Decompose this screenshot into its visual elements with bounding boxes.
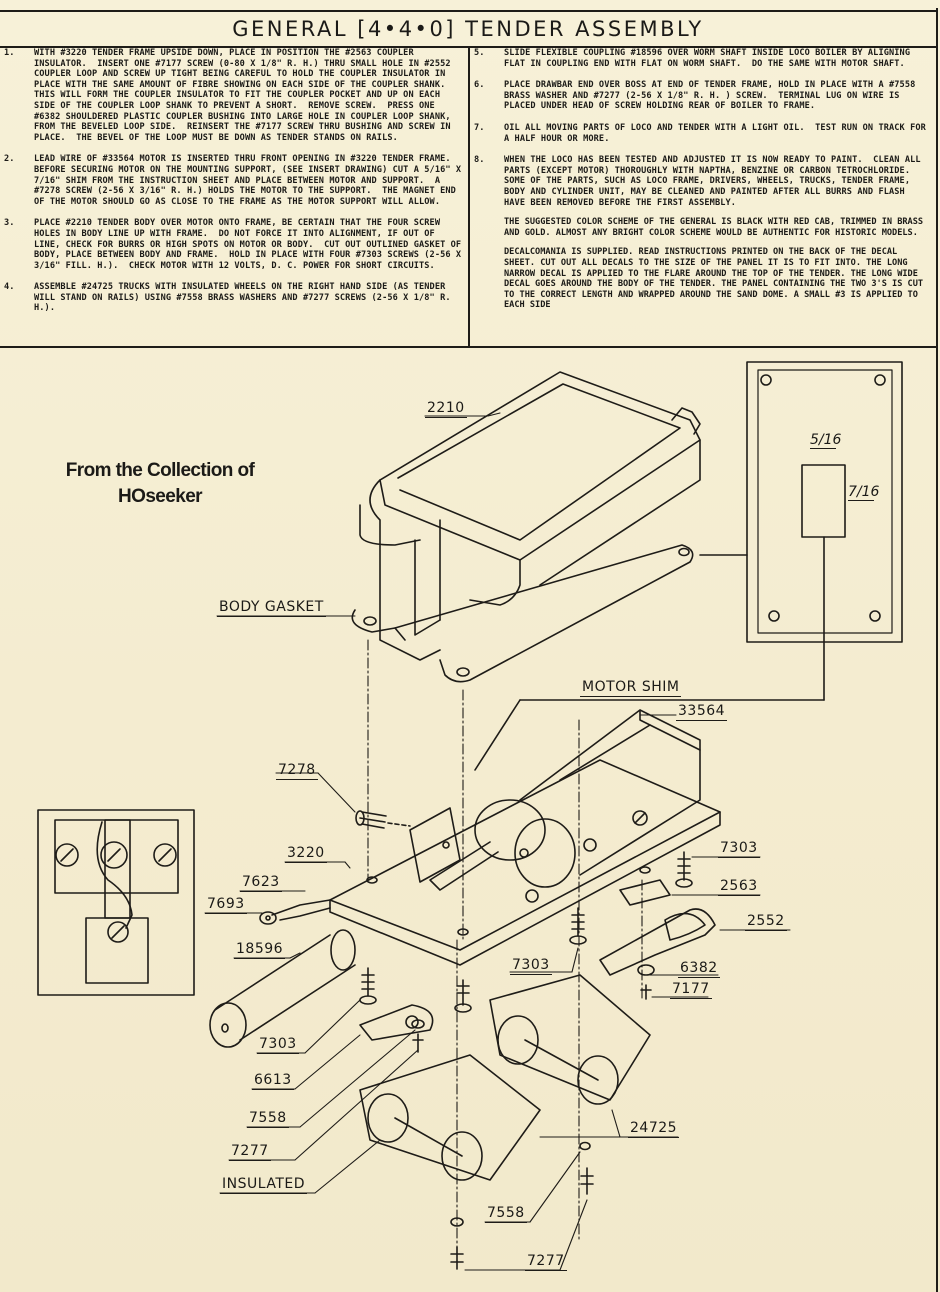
label-7303-middle: 7303 [510, 957, 552, 975]
step-text: LEAD WIRE OF #33564 MOTOR IS INSERTED TH… [34, 154, 467, 207]
instructions-left-column: 1. WITH #3220 TENDER FRAME UPSIDE DOWN, … [0, 46, 470, 346]
step-text: WHEN THE LOCO HAS BEEN TESTED AND ADJUST… [504, 155, 926, 208]
tender-frame-drawing [329, 759, 721, 966]
label-18596-coupling: 18596 [234, 941, 286, 959]
label-3220-frame: 3220 [285, 845, 327, 863]
label-7693-lug: 7693 [205, 896, 247, 914]
shim-height-fraction: 7/16 [848, 484, 880, 501]
label-7558-washer-bottom: 7558 [485, 1205, 527, 1223]
label-2552-coupler-loop: 2552 [745, 913, 787, 931]
step-4: 4. ASSEMBLE #24725 TRUCKS WITH INSULATED… [0, 282, 468, 314]
label-6613-drawbar: 6613 [252, 1072, 294, 1090]
step-7: 7. OIL ALL MOVING PARTS OF LOCO AND TEND… [470, 123, 936, 144]
label-insulated-wheels: INSULATED [220, 1176, 308, 1194]
label-7277-screw-bottom: 7277 [525, 1253, 567, 1271]
label-motor-shim: MOTOR SHIM [580, 679, 682, 697]
step-2: 2. LEAD WIRE OF #33564 MOTOR IS INSERTED… [0, 154, 468, 207]
screws-7303-drawing [359, 851, 693, 1013]
step-number: 1. [4, 48, 15, 58]
sheet-border [0, 8, 938, 1292]
leader-lines [204, 412, 791, 1271]
step-3: 3. PLACE #2210 TENDER BODY OVER MOTOR ON… [0, 218, 468, 271]
label-7277-screw: 7277 [229, 1143, 271, 1161]
drawbar-drawing [359, 1004, 434, 1041]
label-body-gasket: BODY GASKET [217, 599, 326, 617]
label-7177-screw: 7177 [670, 981, 712, 999]
step-number: 8. [474, 155, 485, 166]
decal-note: DECALCOMANIA IS SUPPLIED. READ INSTRUCTI… [504, 247, 924, 311]
label-24725-trucks: 24725 [628, 1120, 680, 1138]
color-scheme-note: THE SUGGESTED COLOR SCHEME OF THE GENERA… [504, 217, 924, 238]
label-7303-left: 7303 [257, 1036, 299, 1054]
step-text: OIL ALL MOVING PARTS OF LOCO AND TENDER … [504, 122, 932, 144]
step-text: PLACE #2210 TENDER BODY OVER MOTOR ONTO … [34, 218, 467, 271]
label-7623-wire: 7623 [240, 874, 282, 892]
screw-7278-drawing [355, 810, 411, 829]
watermark-line-2: HOseeker [118, 486, 203, 507]
label-33564-motor: 33564 [676, 703, 728, 721]
step-text: SLIDE FLEXIBLE COUPLING #18596 OVER WORM… [504, 48, 916, 69]
step-6: 6. PLACE DRAWBAR END OVER BOSS AT END OF… [470, 80, 936, 112]
step-number: 7. [474, 122, 485, 133]
label-6382-bushing: 6382 [678, 960, 720, 978]
step-text: PLACE DRAWBAR END OVER BOSS AT END OF TE… [504, 80, 921, 112]
step-number: 5. [474, 48, 485, 58]
tender-body-drawing [359, 371, 701, 661]
step-number: 4. [4, 282, 15, 293]
page-title: GENERAL [4•4•0] TENDER ASSEMBLY [232, 17, 704, 41]
washer-7558-drawing [411, 1019, 594, 1270]
step-number: 2. [4, 154, 15, 165]
lead-wire-drawing [259, 899, 331, 925]
step-8: 8. WHEN THE LOCO HAS BEEN TESTED AND ADJ… [470, 155, 936, 208]
body-gasket-drawing [351, 544, 694, 683]
label-7278-screw: 7278 [276, 762, 318, 780]
instructions-panel: 1. WITH #3220 TENDER FRAME UPSIDE DOWN, … [0, 46, 936, 348]
label-7558-washer: 7558 [247, 1110, 289, 1128]
shim-template-drawing [474, 361, 903, 771]
motor-support-insert-drawing [37, 809, 195, 996]
instructions-right-column: 5. SLIDE FLEXIBLE COUPLING #18596 OVER W… [470, 46, 936, 346]
step-number: 3. [4, 218, 15, 229]
step-number: 6. [474, 80, 485, 91]
shim-width-fraction: 5/16 [810, 432, 842, 449]
step-1: 1. WITH #3220 TENDER FRAME UPSIDE DOWN, … [0, 48, 468, 143]
step-text: WITH #3220 TENDER FRAME UPSIDE DOWN, PLA… [34, 48, 456, 143]
motor-drawing [409, 709, 701, 903]
flexible-coupling-drawing [209, 929, 356, 1048]
label-7303-right: 7303 [718, 840, 760, 858]
trucks-24725-drawing [359, 974, 651, 1181]
collection-watermark: From the Collection of HOseeker [40, 458, 280, 510]
step-text: ASSEMBLE #24725 TRUCKS WITH INSULATED WH… [34, 282, 456, 314]
coupler-assembly-drawing [599, 879, 716, 1000]
step-5: 5. SLIDE FLEXIBLE COUPLING #18596 OVER W… [470, 48, 936, 69]
watermark-line-1: From the Collection of [65, 460, 255, 481]
label-2563-insulator: 2563 [718, 878, 760, 896]
label-2210-body: 2210 [425, 400, 467, 418]
